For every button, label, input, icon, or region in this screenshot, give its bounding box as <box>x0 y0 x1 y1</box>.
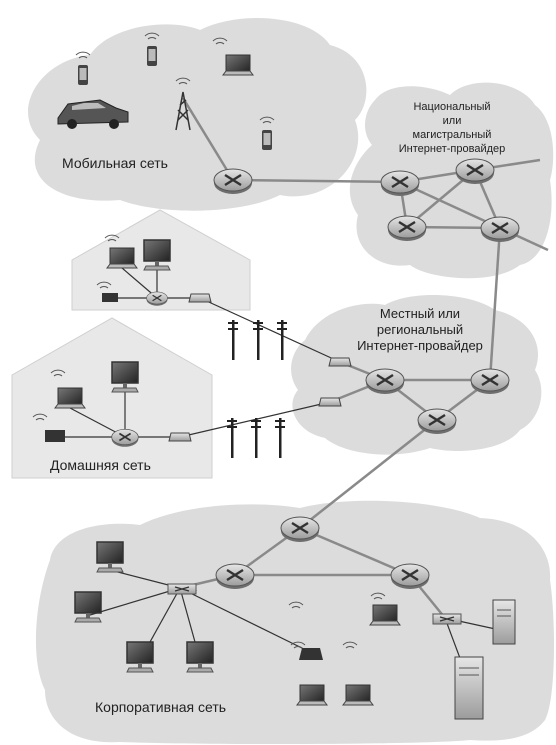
switch-icon <box>167 583 197 595</box>
modem-icon <box>168 432 192 442</box>
router-icon <box>212 167 254 196</box>
router-icon <box>110 428 140 448</box>
modem-icon <box>318 397 342 407</box>
regional-isp-label-line-1: Местный или <box>380 306 460 321</box>
router-icon <box>379 169 421 198</box>
router-icon <box>386 214 428 243</box>
router-icon <box>454 157 496 186</box>
switch-icon <box>432 613 462 625</box>
router-icon <box>214 562 256 591</box>
wireless-router-icon <box>288 601 323 660</box>
router-icon <box>479 215 521 244</box>
national-isp-label-line-2: или <box>443 115 462 127</box>
desktop-icon <box>111 361 139 393</box>
router-icon <box>364 367 406 396</box>
router-icon <box>389 562 431 591</box>
mobile-network-label: Мобильная сеть <box>62 155 168 171</box>
server-tower-icon <box>454 656 484 720</box>
car-icon <box>57 99 129 129</box>
modem-icon <box>188 293 212 303</box>
home-network-house-lower <box>11 317 213 479</box>
router-icon <box>145 291 169 307</box>
national-isp-label-line-3: магистральный <box>413 129 492 141</box>
regional-isp-cloud <box>291 294 542 455</box>
router-icon <box>469 367 511 396</box>
cell-tower-icon <box>175 77 191 131</box>
desktop-icon <box>126 641 154 673</box>
home-network-label: Домашняя сеть <box>50 457 151 473</box>
corporate-network-label: Корпоративная сеть <box>95 699 226 715</box>
server-tower-icon <box>492 599 516 645</box>
utility-poles-upper <box>228 320 287 360</box>
mobile-network-cloud <box>28 18 367 211</box>
modem-icon <box>328 357 352 367</box>
desktop-icon <box>74 591 102 623</box>
regional-isp-label-line-3: Интернет-провайдер <box>357 338 483 353</box>
national-isp-label-line-4: Интернет-провайдер <box>399 143 506 155</box>
desktop-icon <box>143 239 171 271</box>
desktop-icon <box>186 641 214 673</box>
corporate-network-cloud <box>35 500 555 745</box>
wireless-router-icon <box>96 281 118 302</box>
national-isp-label-line-1: Национальный <box>413 101 490 113</box>
router-icon <box>279 515 321 544</box>
router-icon <box>416 407 458 436</box>
regional-isp-label-line-2: региональный <box>377 322 463 337</box>
wireless-router-icon <box>32 413 65 442</box>
desktop-icon <box>96 541 124 573</box>
